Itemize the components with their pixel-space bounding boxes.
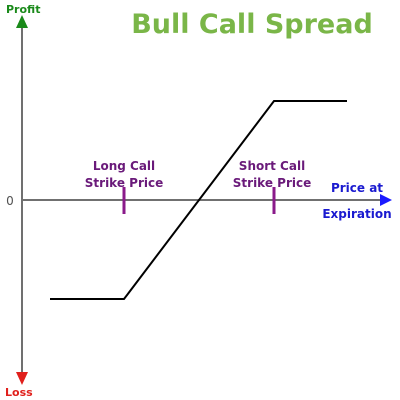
profit-arrow-icon	[16, 15, 28, 28]
profit-label: Profit	[6, 3, 40, 16]
zero-label: 0	[6, 194, 14, 208]
loss-label: Loss	[5, 386, 33, 399]
payoff-line	[50, 100, 347, 300]
long-call-strike-label-line1: Long Call	[93, 159, 155, 173]
long-call-strike-label-line2: Strike Price	[85, 176, 163, 190]
short-call-strike-label-line1: Short Call	[239, 159, 305, 173]
x-axis-arrow-icon	[380, 194, 392, 206]
x-axis-label-line1: Price at	[331, 181, 383, 195]
loss-arrow-icon	[16, 372, 28, 385]
diagram-title: Bull Call Spread	[131, 9, 373, 40]
x-axis-label-line2: Expiration	[322, 207, 391, 221]
short-call-strike-label-line2: Strike Price	[233, 176, 311, 190]
